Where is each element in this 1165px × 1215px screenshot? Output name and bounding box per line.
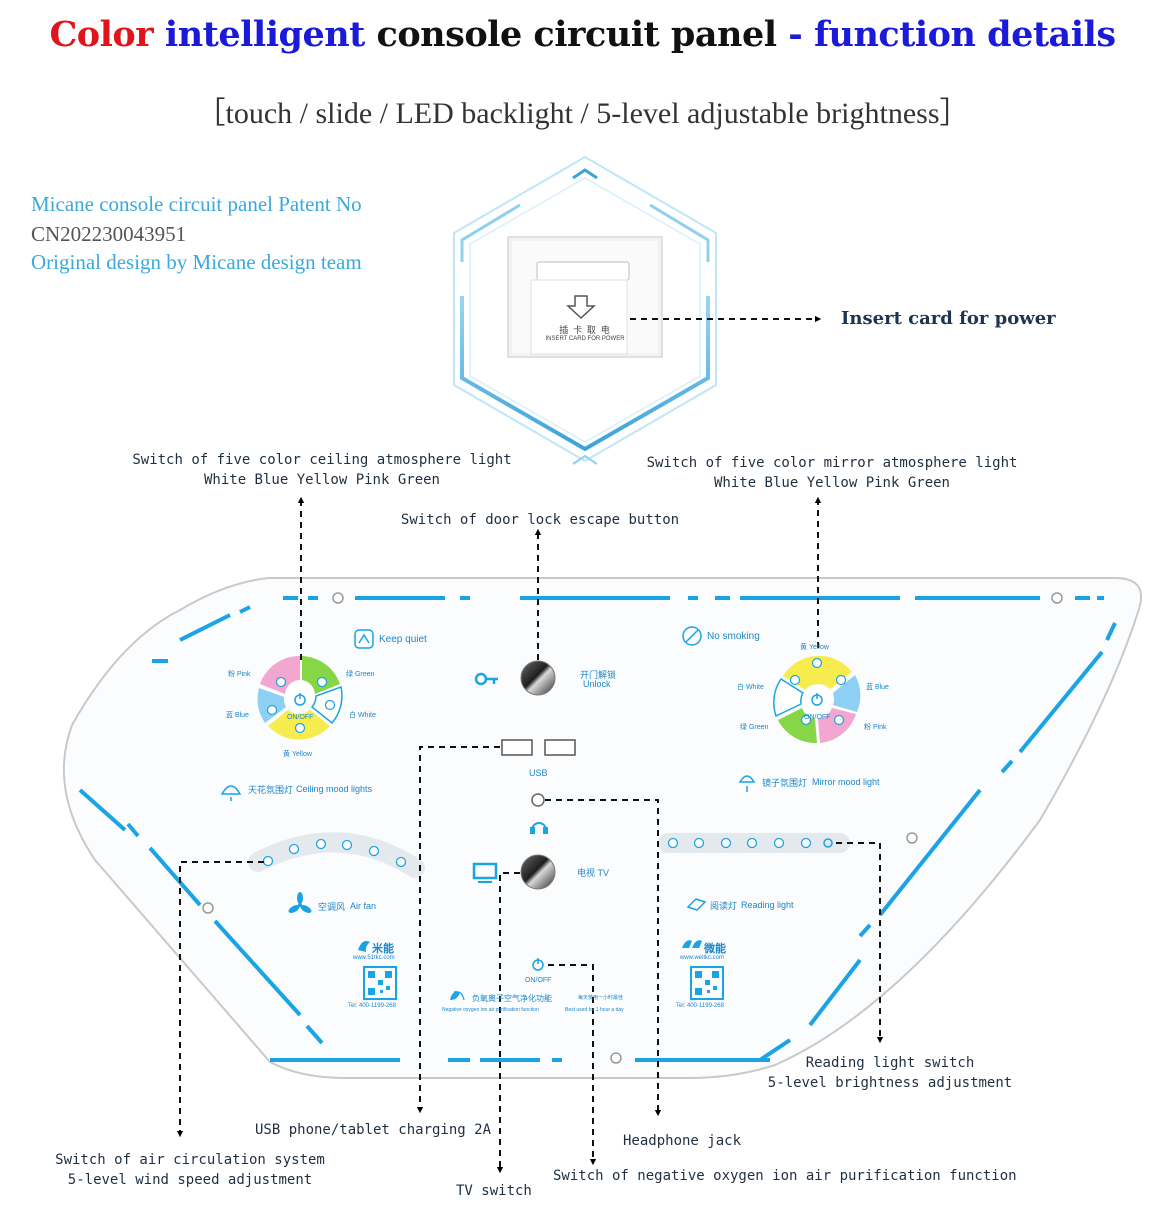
- usb-label: USB: [529, 768, 548, 778]
- callout-mirror-switch-line2: White Blue Yellow Pink Green: [713, 475, 950, 491]
- no-smoking-icon: [682, 626, 702, 646]
- leaf-icon: [450, 991, 465, 1001]
- ceiling-ring-on-off: ON/OFF: [287, 714, 314, 721]
- brand-tel-right: Tel: 400-1199-268: [676, 1003, 724, 1009]
- callout-ceiling-switch-line1: Switch of five color ceiling atmosphere …: [132, 452, 512, 468]
- ceiling-yellow-label: 黄 Yellow: [283, 751, 312, 758]
- purify-note-cn: 每天使用一小时最佳: [578, 995, 624, 1001]
- mirror-mood-label-en: Mirror mood light: [812, 777, 880, 787]
- mirror-yellow-label: 黄 Yellow: [800, 644, 829, 651]
- purify-on-off-label: ON/OFF: [525, 977, 552, 984]
- tv-button[interactable]: [520, 854, 556, 890]
- callout-air-line2: 5-level wind speed adjustment: [67, 1172, 313, 1188]
- callout-reading-line2: 5-level brightness adjustment: [767, 1075, 1013, 1091]
- door-unlock-button[interactable]: [520, 660, 556, 696]
- purify-note-en: Best used for 1 hour a day: [565, 1007, 624, 1013]
- title-color-word: Color: [49, 14, 154, 55]
- reading-label-en: Reading light: [741, 900, 794, 910]
- air-fan-label-cn: 空调风: [318, 902, 346, 912]
- keep-quiet-icon: [354, 629, 374, 649]
- tv-icon: [472, 862, 498, 883]
- brand-name-right: 微能: [704, 943, 726, 955]
- usb-port-2[interactable]: [544, 739, 576, 756]
- title-dash: -: [788, 14, 803, 55]
- leader-lines: [176, 315, 884, 1174]
- patent-line-1: Micane console circuit panel Patent No: [31, 192, 362, 216]
- callout-purify: Switch of negative oxygen ion air purifi…: [553, 1168, 1017, 1184]
- ceiling-green-label: 绿 Green: [346, 671, 375, 678]
- keep-quiet-label: Keep quiet: [379, 634, 427, 645]
- ceiling-mood-label-en: Ceiling mood lights: [296, 784, 373, 794]
- ceiling-pink-label: 粉 Pink: [228, 671, 251, 678]
- callout-air-line1: Switch of air circulation system: [55, 1152, 325, 1168]
- brand-logo-right: [682, 940, 702, 948]
- purify-label-en: Negative oxygen ion air purification fun…: [442, 1007, 539, 1013]
- brand-logo-left: [358, 941, 370, 952]
- callout-usb: USB phone/tablet charging 2A: [255, 1122, 492, 1138]
- ceiling-white-label: 白 White: [349, 712, 376, 719]
- callout-tv: TV switch: [456, 1183, 532, 1199]
- brand-url-left: www.51tkc.com: [353, 955, 395, 961]
- air-fan-slider[interactable]: [248, 832, 425, 878]
- brand-name-left: 米能: [372, 943, 394, 955]
- arrow-down-icon: [566, 295, 596, 320]
- card-switch-label-en: INSERT CARD FOR POWER: [545, 336, 625, 342]
- console-panel-outline: [62, 577, 1143, 1079]
- card-switch-hexagon: [453, 155, 717, 465]
- mirror-blue-label: 蓝 Blue: [866, 684, 889, 691]
- fan-icon: [288, 892, 312, 913]
- callout-headphone: Headphone jack: [623, 1133, 742, 1149]
- sun-icon: [823, 838, 833, 848]
- qr-code-right: [690, 966, 724, 1000]
- mirror-light-icon: [738, 775, 756, 792]
- mirror-pink-label: 粉 Pink: [864, 724, 887, 731]
- callout-insert-card: Insert card for power: [841, 308, 1056, 329]
- led-strips: [78, 596, 1117, 1062]
- brand-url-right: www.weitkc.com: [680, 955, 725, 961]
- headphone-icon: [530, 822, 548, 834]
- page-subtitle: ［touch / slide / LED backlight / 5-level…: [195, 97, 970, 130]
- tv-label: 电视 TV: [577, 868, 610, 878]
- unlock-label-cn: 开门解锁: [580, 670, 617, 680]
- mirror-ring-on-off: ON/OFF: [804, 714, 831, 721]
- ceiling-blue-label: 蓝 Blue: [226, 712, 249, 719]
- title-function-details: function details: [813, 14, 1116, 55]
- mirror-color-ring[interactable]: [773, 655, 861, 744]
- no-smoking-label: No smoking: [707, 631, 760, 642]
- ceiling-light-icon: [220, 785, 242, 801]
- mirror-mood-label-cn: 镜子氛围灯: [762, 778, 808, 788]
- callout-ceiling-switch-line2: White Blue Yellow Pink Green: [203, 472, 440, 488]
- screw-holes: [202, 592, 1063, 1064]
- callout-mirror-switch-line1: Switch of five color mirror atmosphere l…: [646, 455, 1018, 471]
- card-switch-label-cn: 插 卡 取 电: [559, 326, 611, 336]
- patent-number: CN202230043951: [31, 222, 187, 246]
- ceiling-color-ring[interactable]: [257, 655, 343, 740]
- air-fan-label-en: Air fan: [350, 901, 377, 911]
- mirror-white-label: 白 White: [737, 684, 764, 691]
- key-icon: [474, 672, 498, 686]
- ceiling-mood-label-cn: 天花氛围灯: [248, 785, 294, 795]
- page-title: Color intelligent console circuit panel …: [0, 14, 1165, 55]
- headphone-jack[interactable]: [531, 793, 545, 807]
- title-intelligent-word: intelligent: [164, 14, 365, 55]
- reading-label-cn: 阅读灯: [710, 901, 738, 911]
- qr-code-left: [363, 966, 397, 1000]
- callout-reading-line1: Reading light switch: [805, 1055, 975, 1071]
- patent-line-3: Original design by Micane design team: [31, 250, 362, 274]
- purify-label-cn: 负氧离子空气净化功能: [472, 994, 552, 1003]
- title-main-words: console circuit panel: [376, 14, 778, 55]
- usb-port-1[interactable]: [501, 739, 533, 756]
- callout-door-lock: Switch of door lock escape button: [400, 512, 680, 528]
- unlock-label-en: Unlock: [583, 679, 611, 689]
- book-icon: [686, 898, 707, 911]
- brand-tel-left: Tel: 400-1199-268: [348, 1003, 396, 1009]
- reading-light-slider[interactable]: [658, 833, 850, 853]
- mirror-green-label: 绿 Green: [740, 724, 769, 731]
- card-power-switch[interactable]: [507, 236, 663, 358]
